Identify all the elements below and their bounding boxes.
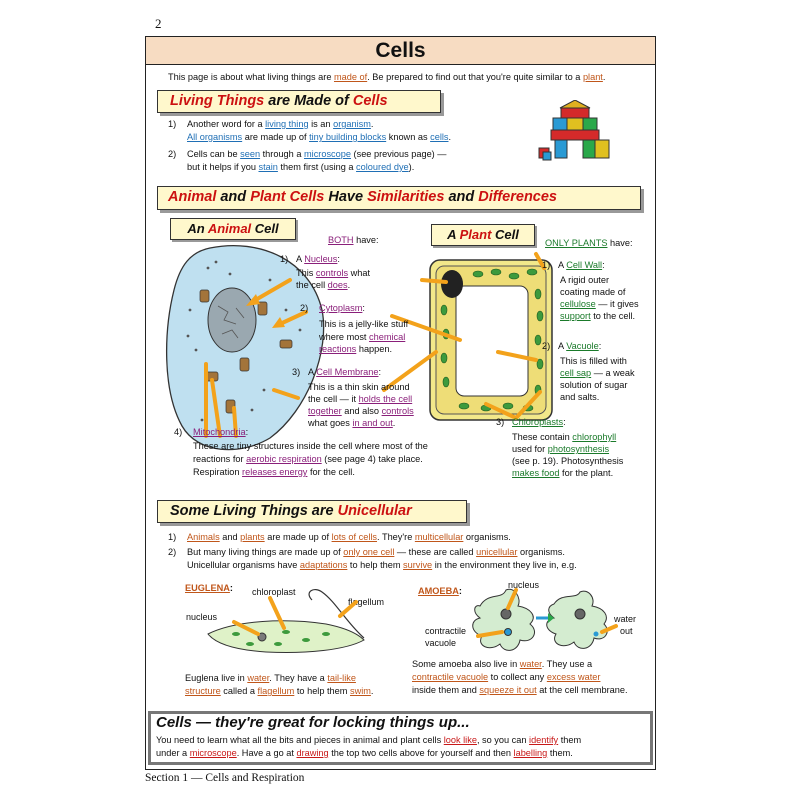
point-1-num: 1) [168,119,177,129]
mitochondria-label: Mitochondria: [193,427,249,437]
euglena-diagram [207,588,365,653]
both-have-label: BOTH have: [328,235,379,245]
chloroplasts-label: Chloroplasts: [512,417,566,427]
point-2-num: 2) [168,149,177,159]
amoeba-water-label-1: water [614,614,637,624]
mitochondria-desc-1: These are tiny structures inside the cel… [193,441,428,451]
chloroplasts-desc-1: These contain chlorophyll [512,432,617,442]
plant-num-2: 2) [542,341,551,351]
cell-wall-desc-4: support to the cell. [560,311,636,321]
amoeba-diagram [472,588,618,651]
euglena-nucleus-label: nucleus [186,612,218,622]
only-plants-label: ONLY PLANTS have: [545,238,633,248]
section-heading-similarities: Animal and Plant Cells Have Similarities… [157,186,641,210]
label-num-3: 3) [292,367,301,377]
cell-wall-desc-3: cellulose — it gives [560,299,639,309]
cell-diagrams [166,244,553,451]
chloroplasts-desc-2: used for photosynthesis [512,444,610,454]
euglena-flagellum-label: flagellum [348,597,385,607]
cell-wall-desc-2: coating made of [560,287,626,297]
amoeba-label: AMOEBA: [418,586,462,596]
vacuole-desc-2: cell sap — a weak [560,368,635,378]
membrane-desc-3: together and also controls [308,406,414,416]
plant-num-3: 3) [496,417,505,427]
uni-point-2-line-2: Unicellular organisms have adaptations t… [187,560,577,570]
plant-vacuole [455,285,529,397]
vacuole-desc-4: and salts. [560,392,600,402]
cytoplasm-desc-3: reactions happen. [319,344,393,354]
point-1-line-2: All organisms are made up of tiny buildi… [187,132,452,142]
label-num-4: 4) [174,427,183,437]
summary-box [148,711,653,765]
cytoplasm-desc-1: This is a jelly-like stuff [319,319,409,329]
nucleus-desc-1: This controls what [296,268,371,278]
amoeba-cv-label-2: vacuole [425,638,457,648]
intro-text: This page is about what living things ar… [168,72,606,82]
uni-point-1-num: 1) [168,532,177,542]
chloroplasts-desc-4: makes food for the plant. [512,468,614,478]
membrane-desc-4: what goes in and out. [308,418,396,428]
vacuole-label: A Vacuole: [558,341,602,351]
amoeba-desc-1: Some amoeba also live in water. They use… [412,659,593,669]
uni-point-2-num: 2) [168,547,177,557]
uni-point-1: Animals and plants are made up of lots o… [187,532,511,542]
cytoplasm-label: Cytoplasm: [319,303,365,313]
cell-wall-label: A Cell Wall: [558,260,605,270]
amoeba-desc-3: inside them and squeeze it out at the ce… [412,685,628,695]
animal-mitochondria [199,289,293,414]
plant-cell-heading: A Plant Cell [431,224,535,246]
section-heading-unicellular: Some Living Things are Unicellular [157,500,467,523]
summary-title: Cells — they're great for locking things… [156,714,470,731]
animal-nucleus [207,287,257,353]
euglena-desc-2: structure called a flagellum to help the… [185,686,374,696]
cytoplasm-desc-2: where most chemical [319,332,406,342]
summary-line-1: You need to learn what all the bits and … [156,735,582,745]
mitochondria-desc-2: reactions for aerobic respiration (see p… [193,454,423,464]
chloroplasts-desc-3: (see p. 19). Photosynthesis [512,456,624,466]
euglena-desc-1: Euglena live in water. They have a tail-… [185,673,356,683]
mitochondria-desc-3: Respiration releases energy for the cell… [193,467,355,477]
point-2-line-2: but it helps if you stain them first (us… [187,162,415,172]
point-2-line-1: Cells can be seen through a microscope (… [187,149,447,159]
vacuole-desc-3: solution of sugar [560,380,628,390]
building-blocks-picture [538,100,610,161]
vacuole-desc-1: This is filled with [560,356,627,366]
section-footer: Section 1 — Cells and Respiration [145,772,305,784]
uni-point-2-line-1: But many living things are made up of on… [187,547,565,557]
animal-cell-heading: An Animal Cell [170,218,296,240]
membrane-label: A Cell Membrane: [308,367,382,377]
euglena-label: EUGLENA: [185,583,233,593]
euglena-chloroplast-label: chloroplast [252,587,296,597]
membrane-desc-1: This is a thin skin around [308,382,410,392]
label-arrows [204,252,546,438]
amoeba-cv-label-1: contractile [425,626,467,636]
amoeba-water-label-2: out [620,626,633,636]
membrane-desc-2: the cell — it holds the cell [308,394,413,404]
page-number: 2 [155,16,162,31]
section-heading-living-things: Living Things are Made of Cells [157,90,441,113]
page-title: Cells [146,37,655,65]
plant-nucleus [441,270,463,298]
nucleus-label: A Nucleus: [296,254,340,264]
amoeba-nucleus-label: nucleus [508,580,540,590]
label-num-1: 1) [280,254,289,264]
amoeba-desc-2: contractile vacuole to collect any exces… [412,672,601,682]
point-1-line-1: Another word for a living thing is an or… [187,119,374,129]
label-num-2: 2) [300,303,309,313]
summary-line-2: under a microscope. Have a go at drawing… [156,748,573,758]
cell-wall-desc-1: A rigid outer [560,275,610,285]
plant-num-1: 1) [542,260,551,270]
nucleus-desc-2: the cell does. [296,280,351,290]
